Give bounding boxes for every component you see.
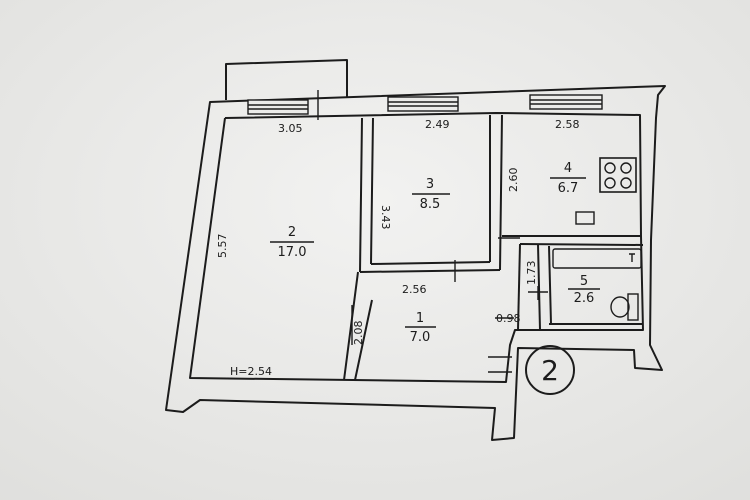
room-label-2: 2 17.0 — [270, 225, 314, 260]
room-number: 4 — [564, 161, 572, 176]
room-label-5: 5 2.6 — [568, 274, 600, 306]
dim-room-4-width: 2.58 — [555, 118, 580, 131]
wall-room-3-1 — [359, 261, 501, 273]
room-area: 7.0 — [410, 330, 431, 345]
bathtub-icon — [552, 248, 642, 269]
door-marks — [351, 237, 548, 373]
dim-room-2-width: 3.05 — [278, 122, 303, 135]
outer-wall-inner — [189, 112, 644, 383]
wall-corridor — [517, 243, 521, 331]
balcony-outline — [225, 59, 348, 100]
dim-corridor-length: 1.73 — [525, 261, 538, 286]
room-label-1: 1 7.0 — [405, 311, 436, 345]
dim-room-2-length: 5.57 — [216, 234, 229, 259]
dim-room-1-length: 2.08 — [352, 321, 365, 346]
dim-room-4-length: 2.60 — [507, 168, 520, 193]
sink-icon — [575, 211, 595, 225]
outer-wall-outer — [165, 85, 666, 441]
room-area: 8.5 — [420, 197, 441, 212]
ceiling-height: H=2.54 — [230, 365, 272, 378]
stair-marker: 2 — [525, 345, 575, 395]
toilet-icon — [610, 293, 639, 321]
room-area: 2.6 — [574, 291, 595, 306]
window-room-3 — [387, 96, 459, 112]
room-number: 1 — [416, 311, 424, 326]
room-number: 5 — [580, 274, 588, 289]
room-area: 6.7 — [558, 181, 579, 196]
stove-icon — [599, 157, 637, 193]
dim-room-1-width: 2.56 — [402, 283, 427, 296]
room-label-4: 4 6.7 — [550, 161, 586, 196]
room-area: 17.0 — [278, 245, 307, 260]
room-number: 2 — [288, 225, 296, 240]
wall-room-2-3 — [359, 117, 374, 273]
room-number: 3 — [426, 177, 434, 192]
stair-number: 2 — [541, 354, 559, 387]
wall-room-2-1 — [343, 271, 373, 381]
wall-bath — [537, 243, 643, 331]
dim-entry-width: 0.98 — [496, 312, 521, 325]
dim-room-3-width: 2.49 — [425, 118, 450, 131]
window-room-2 — [247, 90, 319, 120]
wall-room-4-5 — [502, 235, 644, 246]
wall-room-3-4 — [489, 114, 503, 271]
room-label-3: 3 8.5 — [412, 177, 450, 212]
window-room-4 — [529, 94, 603, 110]
dim-room-3-length: 3.43 — [379, 205, 392, 230]
